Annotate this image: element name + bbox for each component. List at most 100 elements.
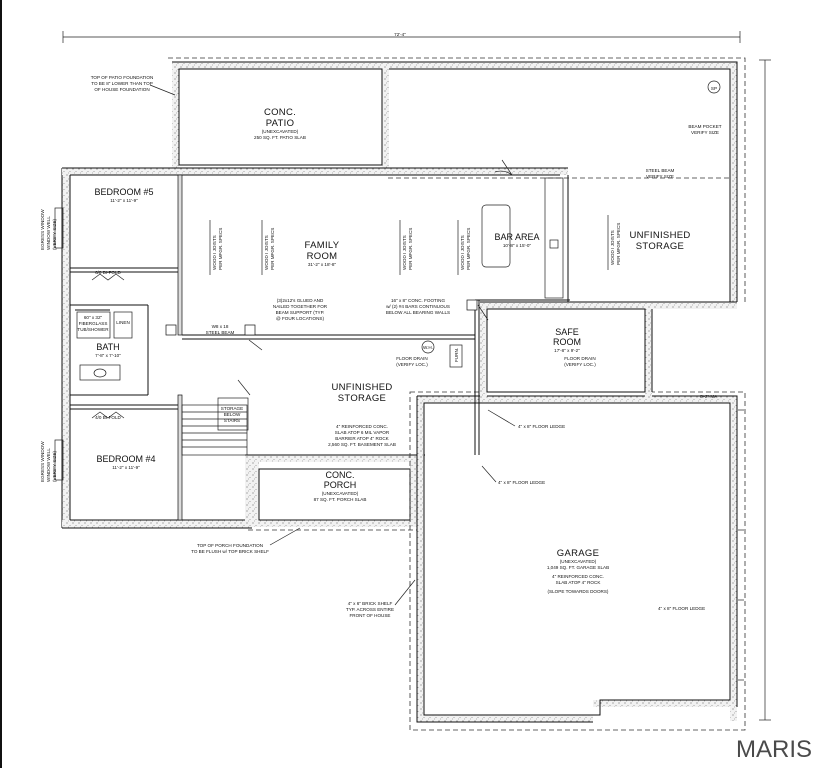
joist-notes: WOOD I JOISTS PER MFGR. SPECS WOOD I JOI… [212, 223, 621, 270]
svg-text:NAILED TOGETHER FOR: NAILED TOGETHER FOR [273, 304, 328, 309]
family-name-2: ROOM [307, 251, 338, 262]
lower-storage-name-2: STORAGE [338, 393, 386, 404]
svg-text:8'-2" MA: 8'-2" MA [700, 394, 718, 399]
svg-text:STEEL BEAM: STEEL BEAM [646, 168, 675, 173]
svg-text:STORAGE: STORAGE [221, 406, 243, 411]
interior-walls [54, 80, 730, 521]
svg-text:EGRESS WINDOW: EGRESS WINDOW [40, 209, 45, 250]
svg-text:SP: SP [711, 86, 717, 91]
svg-text:PER MFGR. SPECS: PER MFGR. SPECS [218, 228, 223, 270]
watermark: MARIS [735, 736, 812, 763]
svg-text:4" x 8" FLOOR LEDGE: 4" x 8" FLOOR LEDGE [498, 480, 545, 485]
svg-text:(UNEXCAVATED): (UNEXCAVATED) [322, 491, 359, 496]
bedroom5-size: 11'-2" x 11'-9" [110, 198, 138, 203]
page-left-edge [0, 0, 2, 768]
svg-text:LINEN: LINEN [116, 320, 130, 325]
porch-label: CONC. PORCH (UNEXCAVATED) 87 SQ. FT. POR… [314, 470, 367, 502]
svg-text:OF HOUSE FOUNDATION: OF HOUSE FOUNDATION [94, 87, 149, 92]
svg-text:TOP OF PORCH FOUNDATION: TOP OF PORCH FOUNDATION [197, 543, 263, 548]
safe-name-1: SAFE [555, 327, 579, 337]
upper-storage-name-1: UNFINISHED [629, 230, 690, 241]
svg-text:4/0 BI-FOLD: 4/0 BI-FOLD [95, 415, 121, 420]
svg-text:BEAM SUPPORT (TYP.: BEAM SUPPORT (TYP. [276, 310, 325, 315]
patio-line-1: (UNEXCAVATED) [262, 129, 299, 134]
lower-storage-label: UNFINISHED STORAGE 4" REINFORCED CONC. S… [328, 382, 396, 447]
safe-room-walls [480, 301, 737, 402]
family-room-label: FAMILY ROOM 31'-2" x 18'-8" [305, 240, 340, 267]
svg-text:VERIFY SIZE: VERIFY SIZE [691, 130, 719, 135]
porch-foundation-note: TOP OF PORCH FOUNDATION TO BE FLUSH w/ T… [191, 527, 301, 554]
svg-text:W.H.: W.H. [423, 345, 433, 350]
porch-name-2: PORCH [324, 480, 357, 490]
svg-text:WINDOW WELL: WINDOW WELL [46, 216, 51, 250]
svg-text:(VERIFY SIZE): (VERIFY SIZE) [52, 218, 57, 250]
safe-size: 17'-8" x 9'-2" [554, 348, 580, 353]
svg-text:TYP. ACROSS ENTIRE: TYP. ACROSS ENTIRE [346, 607, 394, 612]
svg-text:4" REINFORCED CONC.: 4" REINFORCED CONC. [552, 574, 604, 579]
bedroom4-name: BEDROOM #4 [96, 454, 155, 464]
svg-text:PER MFGR. SPECS: PER MFGR. SPECS [616, 223, 621, 265]
patio-name-2: PATIO [266, 118, 295, 129]
svg-text:SLAB ATOP 4" ROCK: SLAB ATOP 4" ROCK [556, 580, 602, 585]
safe-name-2: ROOM [553, 337, 581, 347]
svg-text:FURN.: FURN. [454, 348, 459, 362]
upper-storage-label: UNFINISHED STORAGE [629, 230, 690, 252]
upper-storage-name-2: STORAGE [636, 241, 684, 252]
svg-text:FIBERGLASS: FIBERGLASS [79, 321, 108, 326]
patio-line-2: 250 SQ. FT. PATIO SLAB [254, 135, 306, 140]
svg-text:16" x 8" CONC. FOOTING: 16" x 8" CONC. FOOTING [391, 298, 445, 303]
svg-text:BEAM POCKET: BEAM POCKET [688, 124, 721, 129]
lower-storage-name-1: UNFINISHED [331, 382, 392, 393]
family-size: 31'-2" x 18'-8" [308, 262, 337, 267]
svg-text:WOOD I JOISTS: WOOD I JOISTS [402, 235, 407, 270]
svg-text:4" x 8" FLOOR LEDGE: 4" x 8" FLOOR LEDGE [658, 606, 705, 611]
svg-text:FLOOR DRAIN: FLOOR DRAIN [396, 356, 427, 361]
patio-foundation-note: TOP OF PATIO FOUNDATION TO BE 8" LOWER T… [91, 75, 176, 96]
svg-text:TOP OF PATIO FOUNDATION: TOP OF PATIO FOUNDATION [91, 75, 154, 80]
svg-text:TO BE 8" LOWER THAN TOP: TO BE 8" LOWER THAN TOP [91, 81, 153, 86]
svg-text:PER MFGR. SPECS: PER MFGR. SPECS [270, 228, 275, 270]
patio-walls [168, 57, 746, 305]
right-dimension [759, 59, 771, 721]
house-walls [61, 167, 568, 531]
svg-text:SLAB ATOP 6 MIL VAPOR: SLAB ATOP 6 MIL VAPOR [335, 430, 390, 435]
bar-name: BAR AREA [494, 232, 539, 242]
brick-shelf-note: 4" x 6" BRICK SHELF TYP. ACROSS ENTIRE F… [346, 579, 416, 618]
svg-text:STAIRS: STAIRS [224, 418, 240, 423]
svg-text:PER MFGR. SPECS: PER MFGR. SPECS [466, 228, 471, 270]
svg-text:FLOOR DRAIN: FLOOR DRAIN [564, 356, 595, 361]
svg-text:BELOW ALL BEARING WALLS: BELOW ALL BEARING WALLS [386, 310, 450, 315]
bedroom4-size: 11'-2" x 11'-9" [112, 465, 140, 470]
beam-pocket-note: BEAM POCKET VERIFY SIZE STEEL BEAM VERIF… [646, 86, 722, 179]
svg-text:PER MFGR. SPECS: PER MFGR. SPECS [408, 228, 413, 270]
bath-name: BATH [96, 342, 119, 352]
bedroom5-name: BEDROOM #5 [94, 187, 153, 197]
svg-text:4" REINFORCED CONC.: 4" REINFORCED CONC. [336, 424, 388, 429]
svg-text:TUB/SHOWER: TUB/SHOWER [77, 327, 109, 332]
svg-text:(UNEXCAVATED): (UNEXCAVATED) [560, 559, 597, 564]
patio-label: CONC. PATIO (UNEXCAVATED) 250 SQ. FT. PA… [254, 107, 306, 140]
svg-text:WINDOW WELL: WINDOW WELL [46, 448, 51, 482]
svg-text:(VERIFY LOC.): (VERIFY LOC.) [396, 362, 428, 367]
bedroom5-label: BEDROOM #5 11'-2" x 11'-9" 6/0 BI-FOLD [94, 187, 153, 275]
family-name-1: FAMILY [305, 240, 340, 251]
bar-area-label: BAR AREA 10'-8" x 15'-0" [494, 232, 539, 248]
svg-text:WOOD I JOISTS: WOOD I JOISTS [610, 230, 615, 265]
svg-text:BARRIER ATOP 4" ROCK: BARRIER ATOP 4" ROCK [335, 436, 389, 441]
svg-text:1,049 SQ. FT. GARAGE SLAB: 1,049 SQ. FT. GARAGE SLAB [547, 565, 609, 570]
garage-label: GARAGE (UNEXCAVATED) 1,049 SQ. FT. GARAG… [547, 548, 609, 594]
svg-text:6/0 BI-FOLD: 6/0 BI-FOLD [95, 270, 121, 275]
svg-text:EGRESS WINDOW: EGRESS WINDOW [40, 441, 45, 482]
svg-text:@ FOUR LOCATIONS): @ FOUR LOCATIONS) [276, 316, 324, 321]
garage-walls [409, 391, 746, 731]
garage-name: GARAGE [557, 548, 599, 559]
bath-label: BATH 7'-8" x 7'-10" 60" x 32" FIBERGLASS… [77, 315, 129, 358]
utility-labels: W.H. FURN. FLOOR DRAIN (VERIFY LOC.) FLO… [221, 345, 596, 423]
svg-text:w/ (2) #4 BARS CONTINUOUS: w/ (2) #4 BARS CONTINUOUS [386, 304, 450, 309]
bedroom4-label: BEDROOM #4 11'-2" x 11'-9" 4/0 BI-FOLD [95, 415, 155, 470]
svg-text:TO BE FLUSH w/ TOP BRICK SHELF: TO BE FLUSH w/ TOP BRICK SHELF [191, 549, 269, 554]
bar-size: 10'-8" x 15'-0" [503, 243, 532, 248]
svg-text:(VERIFY SIZE): (VERIFY SIZE) [52, 450, 57, 482]
svg-text:(3)2x12's GLUED AND: (3)2x12's GLUED AND [277, 298, 324, 303]
